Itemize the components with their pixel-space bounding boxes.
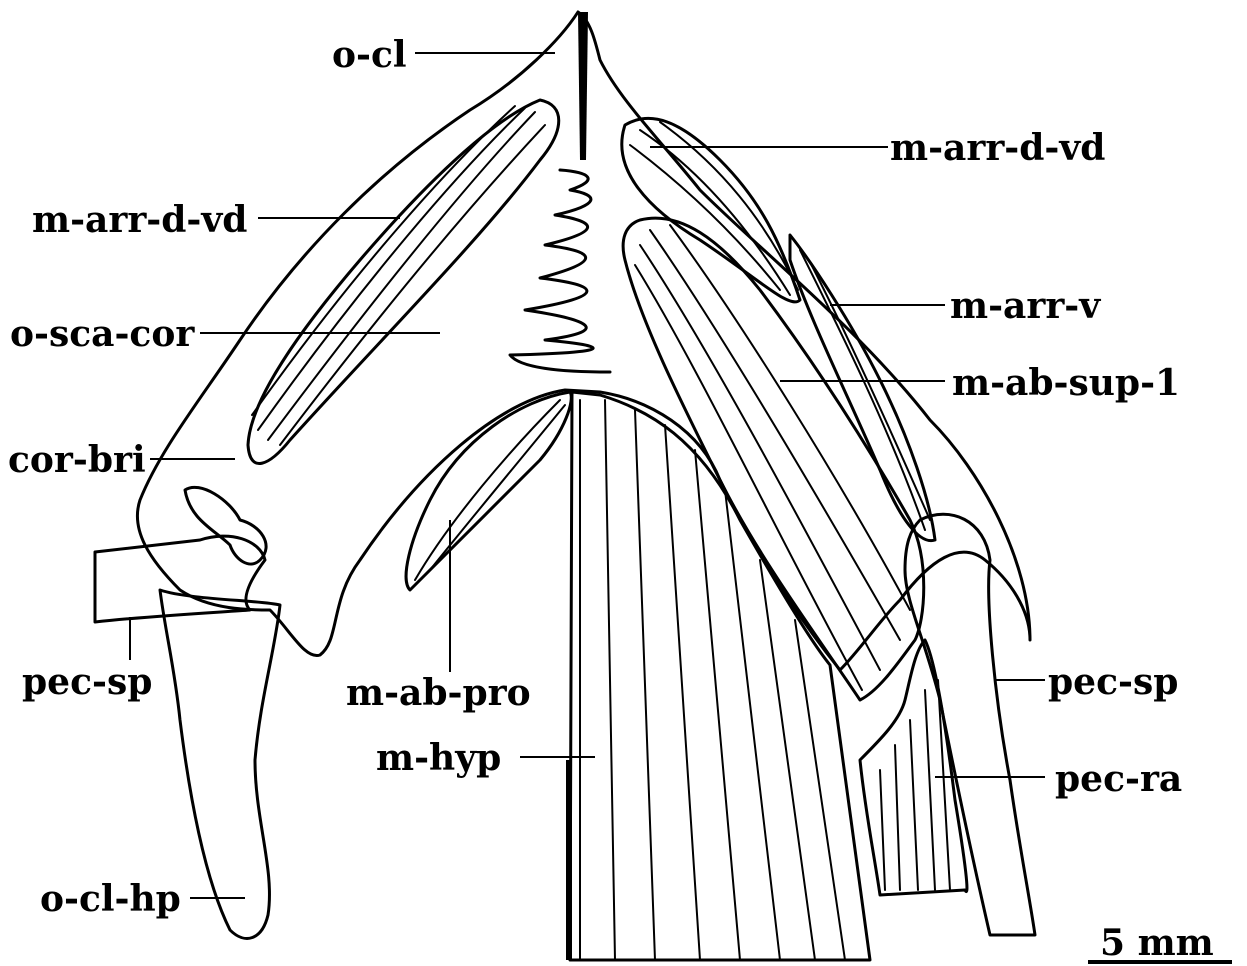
pectoral-girdle-plate: [137, 12, 1030, 670]
label-pec-sp-right: pec-sp: [1048, 661, 1178, 703]
scale-bar: 5 mm: [1088, 922, 1232, 964]
scapulocoracoid-sutures: [510, 170, 610, 372]
label-m-arr-d-vd-right: m-arr-d-vd: [890, 127, 1105, 169]
label-pec-sp-left: pec-sp: [22, 661, 152, 703]
label-o-cl: o-cl: [332, 34, 407, 76]
label-m-arr-v: m-arr-v: [950, 285, 1101, 327]
label-cor-bri: cor-bri: [8, 439, 146, 481]
arrector-ventralis-muscle: [790, 235, 935, 541]
label-m-ab-pro: m-ab-pro: [346, 672, 531, 714]
label-pec-ra: pec-ra: [1055, 758, 1182, 800]
label-o-cl-hp: o-cl-hp: [40, 878, 181, 920]
label-o-sca-cor: o-sca-cor: [10, 313, 195, 355]
label-m-hyp: m-hyp: [376, 737, 501, 779]
label-m-arr-d-vd-left: m-arr-d-vd: [32, 199, 247, 241]
label-m-ab-sup-1: m-ab-sup-1: [952, 362, 1180, 404]
pectoral-fin-rays: [860, 640, 967, 895]
right-arrector-dorsalis-muscle: [622, 118, 800, 302]
scale-bar-label: 5 mm: [1100, 922, 1214, 964]
